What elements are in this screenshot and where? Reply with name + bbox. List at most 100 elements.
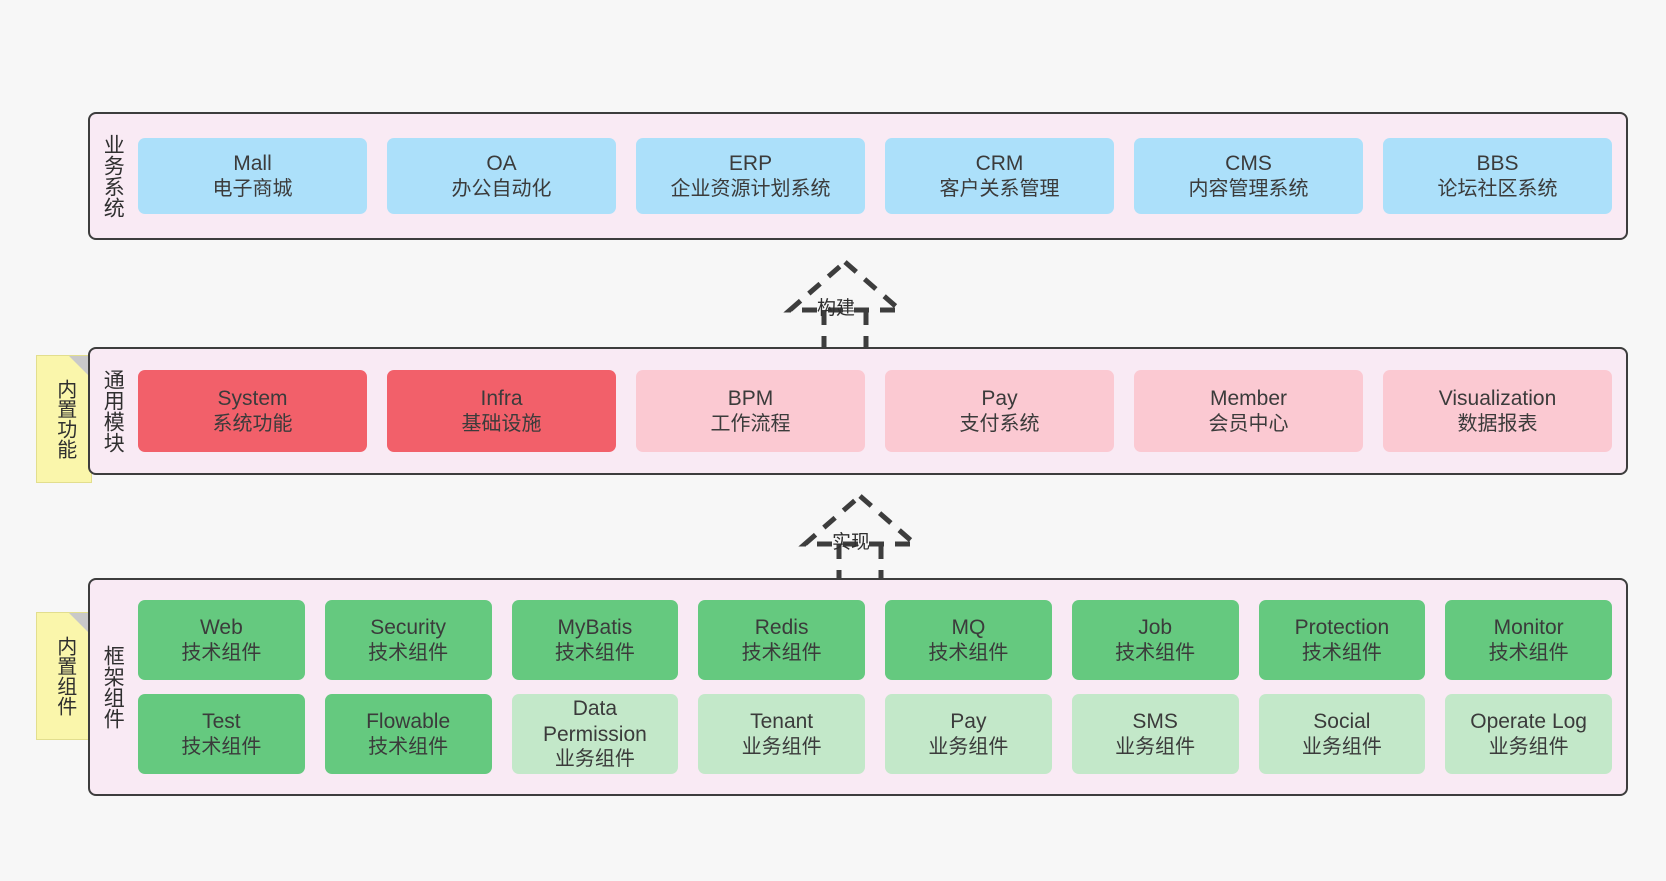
card-title: Flowable <box>366 710 451 733</box>
card-crm[interactable]: CRM 客户关系管理 <box>885 138 1114 214</box>
card-subtitle: 技术组件 <box>928 641 1009 664</box>
layer-title-framework-component: 框架组件 <box>101 645 125 729</box>
card-infra[interactable]: Infra 基础设施 <box>387 370 616 452</box>
card-subtitle: 业务组件 <box>1301 735 1382 758</box>
card-subtitle: 业务组件 <box>928 735 1009 758</box>
card-subtitle: 技术组件 <box>181 735 262 758</box>
card-title: Tenant <box>750 710 814 733</box>
layer-framework-component: 框架组件 Web 技术组件 Security 技术组件 MyBatis 技术组件… <box>88 578 1628 796</box>
card-subtitle: 论坛社区系统 <box>1437 177 1558 200</box>
card-operate-log[interactable]: Operate Log 业务组件 <box>1445 694 1612 774</box>
card-title: Job <box>1138 616 1173 639</box>
card-title: MQ <box>951 616 986 639</box>
card-title: Mall <box>233 152 272 175</box>
layer-body-framework-component: Web 技术组件 Security 技术组件 MyBatis 技术组件 Redi… <box>134 580 1626 794</box>
card-flowable[interactable]: Flowable 技术组件 <box>324 694 492 774</box>
card-subtitle: 工作流程 <box>710 412 791 435</box>
card-sms[interactable]: SMS 业务组件 <box>1071 694 1239 774</box>
generalization-arrowhead <box>798 492 922 547</box>
card-erp[interactable]: ERP 企业资源计划系统 <box>636 138 865 214</box>
card-subtitle: 业务组件 <box>741 735 822 758</box>
card-data-permission[interactable]: Data Permission 业务组件 <box>511 694 679 774</box>
card-subtitle: 技术组件 <box>741 641 822 664</box>
card-subtitle: 技术组件 <box>368 641 449 664</box>
connector-shaft <box>821 310 869 350</box>
card-title: BBS <box>1476 152 1519 175</box>
note-text: 内置组件 <box>53 636 76 716</box>
card-title: System <box>217 387 288 410</box>
card-row: Test 技术组件 Flowable 技术组件 Data Permission … <box>138 694 1612 774</box>
card-title: BPM <box>727 387 774 410</box>
card-member[interactable]: Member 会员中心 <box>1134 370 1363 452</box>
connector-implement <box>765 492 955 584</box>
card-system[interactable]: System 系统功能 <box>138 370 367 452</box>
card-bpm[interactable]: BPM 工作流程 <box>636 370 865 452</box>
card-title: Protection <box>1294 616 1390 639</box>
card-web[interactable]: Web 技术组件 <box>138 600 305 680</box>
connector-build-label: 构建 <box>817 298 856 319</box>
note-builtin-function: 内置功能 <box>36 355 92 483</box>
connector-shaft <box>836 544 884 584</box>
card-title: OA <box>486 152 517 175</box>
note-builtin-component: 内置组件 <box>36 612 92 740</box>
card-cms[interactable]: CMS 内容管理系统 <box>1134 138 1363 214</box>
card-title: Infra <box>480 387 523 410</box>
card-title: Pay <box>950 710 987 733</box>
card-bbs[interactable]: BBS 论坛社区系统 <box>1383 138 1612 214</box>
card-tenant[interactable]: Tenant 业务组件 <box>698 694 865 774</box>
card-subtitle: 支付系统 <box>959 412 1040 435</box>
card-title: Data Permission <box>542 697 647 746</box>
card-mybatis[interactable]: MyBatis 技术组件 <box>511 600 679 680</box>
card-title: Test <box>202 710 241 733</box>
note-text: 内置功能 <box>53 379 76 459</box>
card-title: Visualization <box>1438 387 1557 410</box>
card-title: Pay <box>981 387 1018 410</box>
card-title: CRM <box>975 152 1024 175</box>
card-security[interactable]: Security 技术组件 <box>324 600 492 680</box>
card-row: System 系统功能 Infra 基础设施 BPM 工作流程 Pay 支付系统… <box>138 370 1612 452</box>
layer-business-system: 业务系统 Mall 电子商城 OA 办公自动化 ERP 企业资源计划系统 CRM… <box>88 112 1628 240</box>
card-row: Web 技术组件 Security 技术组件 MyBatis 技术组件 Redi… <box>138 600 1612 680</box>
card-subtitle: 技术组件 <box>1115 641 1196 664</box>
card-pay[interactable]: Pay 支付系统 <box>885 370 1114 452</box>
card-title: ERP <box>728 152 773 175</box>
card-mall[interactable]: Mall 电子商城 <box>138 138 367 214</box>
card-title: MyBatis <box>557 616 633 639</box>
card-subtitle: 技术组件 <box>181 641 262 664</box>
card-subtitle: 技术组件 <box>1301 641 1382 664</box>
card-subtitle: 基础设施 <box>461 412 542 435</box>
card-title: Operate Log <box>1470 710 1587 733</box>
card-job[interactable]: Job 技术组件 <box>1071 600 1239 680</box>
card-title: SMS <box>1132 710 1178 733</box>
card-subtitle: 电子商城 <box>212 177 293 200</box>
card-protection[interactable]: Protection 技术组件 <box>1258 600 1426 680</box>
card-title: Security <box>370 616 447 639</box>
connector-implement-label: 实现 <box>832 532 871 553</box>
card-oa[interactable]: OA 办公自动化 <box>387 138 616 214</box>
card-redis[interactable]: Redis 技术组件 <box>698 600 865 680</box>
card-test[interactable]: Test 技术组件 <box>138 694 305 774</box>
card-subtitle: 数据报表 <box>1457 412 1538 435</box>
connector-build <box>750 258 940 350</box>
card-subtitle: 技术组件 <box>1488 641 1569 664</box>
card-title: CMS <box>1225 152 1272 175</box>
card-subtitle: 客户关系管理 <box>939 177 1060 200</box>
card-social[interactable]: Social 业务组件 <box>1258 694 1426 774</box>
layer-common-module: 通用模块 System 系统功能 Infra 基础设施 BPM 工作流程 Pay… <box>88 347 1628 475</box>
layer-body-business-system: Mall 电子商城 OA 办公自动化 ERP 企业资源计划系统 CRM 客户关系… <box>134 114 1626 238</box>
card-subtitle: 业务组件 <box>554 748 635 771</box>
generalization-arrowhead <box>783 258 907 313</box>
card-subtitle: 业务组件 <box>1488 735 1569 758</box>
card-subtitle: 技术组件 <box>368 735 449 758</box>
card-monitor[interactable]: Monitor 技术组件 <box>1445 600 1612 680</box>
card-visualization[interactable]: Visualization 数据报表 <box>1383 370 1612 452</box>
card-subtitle: 技术组件 <box>554 641 635 664</box>
card-subtitle: 系统功能 <box>212 412 293 435</box>
card-pay-business[interactable]: Pay 业务组件 <box>885 694 1052 774</box>
card-title: Web <box>199 616 243 639</box>
card-title: Monitor <box>1493 616 1564 639</box>
card-subtitle: 业务组件 <box>1115 735 1196 758</box>
layer-body-common-module: System 系统功能 Infra 基础设施 BPM 工作流程 Pay 支付系统… <box>134 349 1626 473</box>
card-mq[interactable]: MQ 技术组件 <box>885 600 1052 680</box>
